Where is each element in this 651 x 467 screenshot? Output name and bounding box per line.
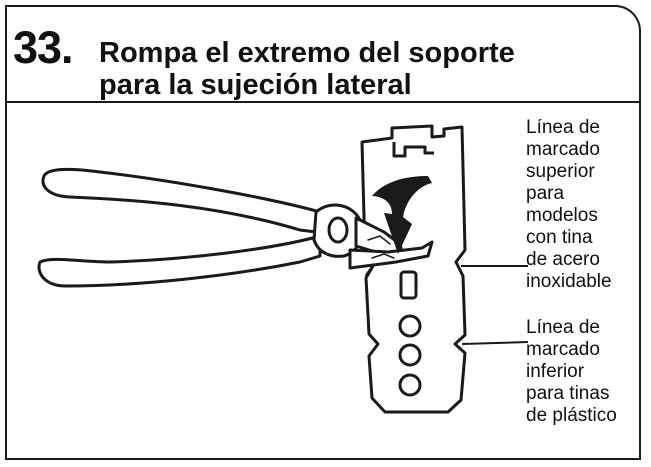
bracket-icon (360, 124, 467, 414)
label-line: para tinas (526, 383, 610, 404)
instruction-panel: 33. Rompa el extremo del soporte para la… (5, 5, 641, 460)
label-line: de plástico (526, 405, 617, 426)
lower-score-line-label: Línea de marcado inferior para tinas de … (526, 317, 617, 427)
label-line: marcado (526, 339, 600, 360)
pliers-icon (37, 167, 434, 288)
label-line: modelos (526, 205, 598, 226)
label-line: marcado (526, 139, 600, 160)
label-line: Línea de (526, 317, 600, 338)
label-line: inferior (526, 361, 585, 382)
title-line-2: para la sujeción lateral (99, 69, 412, 101)
label-line: con tina (526, 227, 593, 248)
step-header: 33. Rompa el extremo del soporte para la… (7, 7, 639, 103)
step-title: Rompa el extremo del soporte para la suj… (99, 37, 515, 101)
label-line: superior (526, 161, 595, 182)
title-line-1: Rompa el extremo del soporte (99, 37, 515, 69)
upper-score-line-label: Línea de marcado superior para modelos c… (526, 117, 612, 293)
label-line: para (526, 183, 565, 204)
leader-lines (461, 265, 529, 345)
step-number: 33. (13, 22, 74, 73)
label-line: de acero (526, 249, 600, 270)
curved-arrow-icon (372, 176, 432, 254)
label-line: Línea de (526, 117, 600, 138)
label-line: inoxidable (526, 271, 612, 292)
